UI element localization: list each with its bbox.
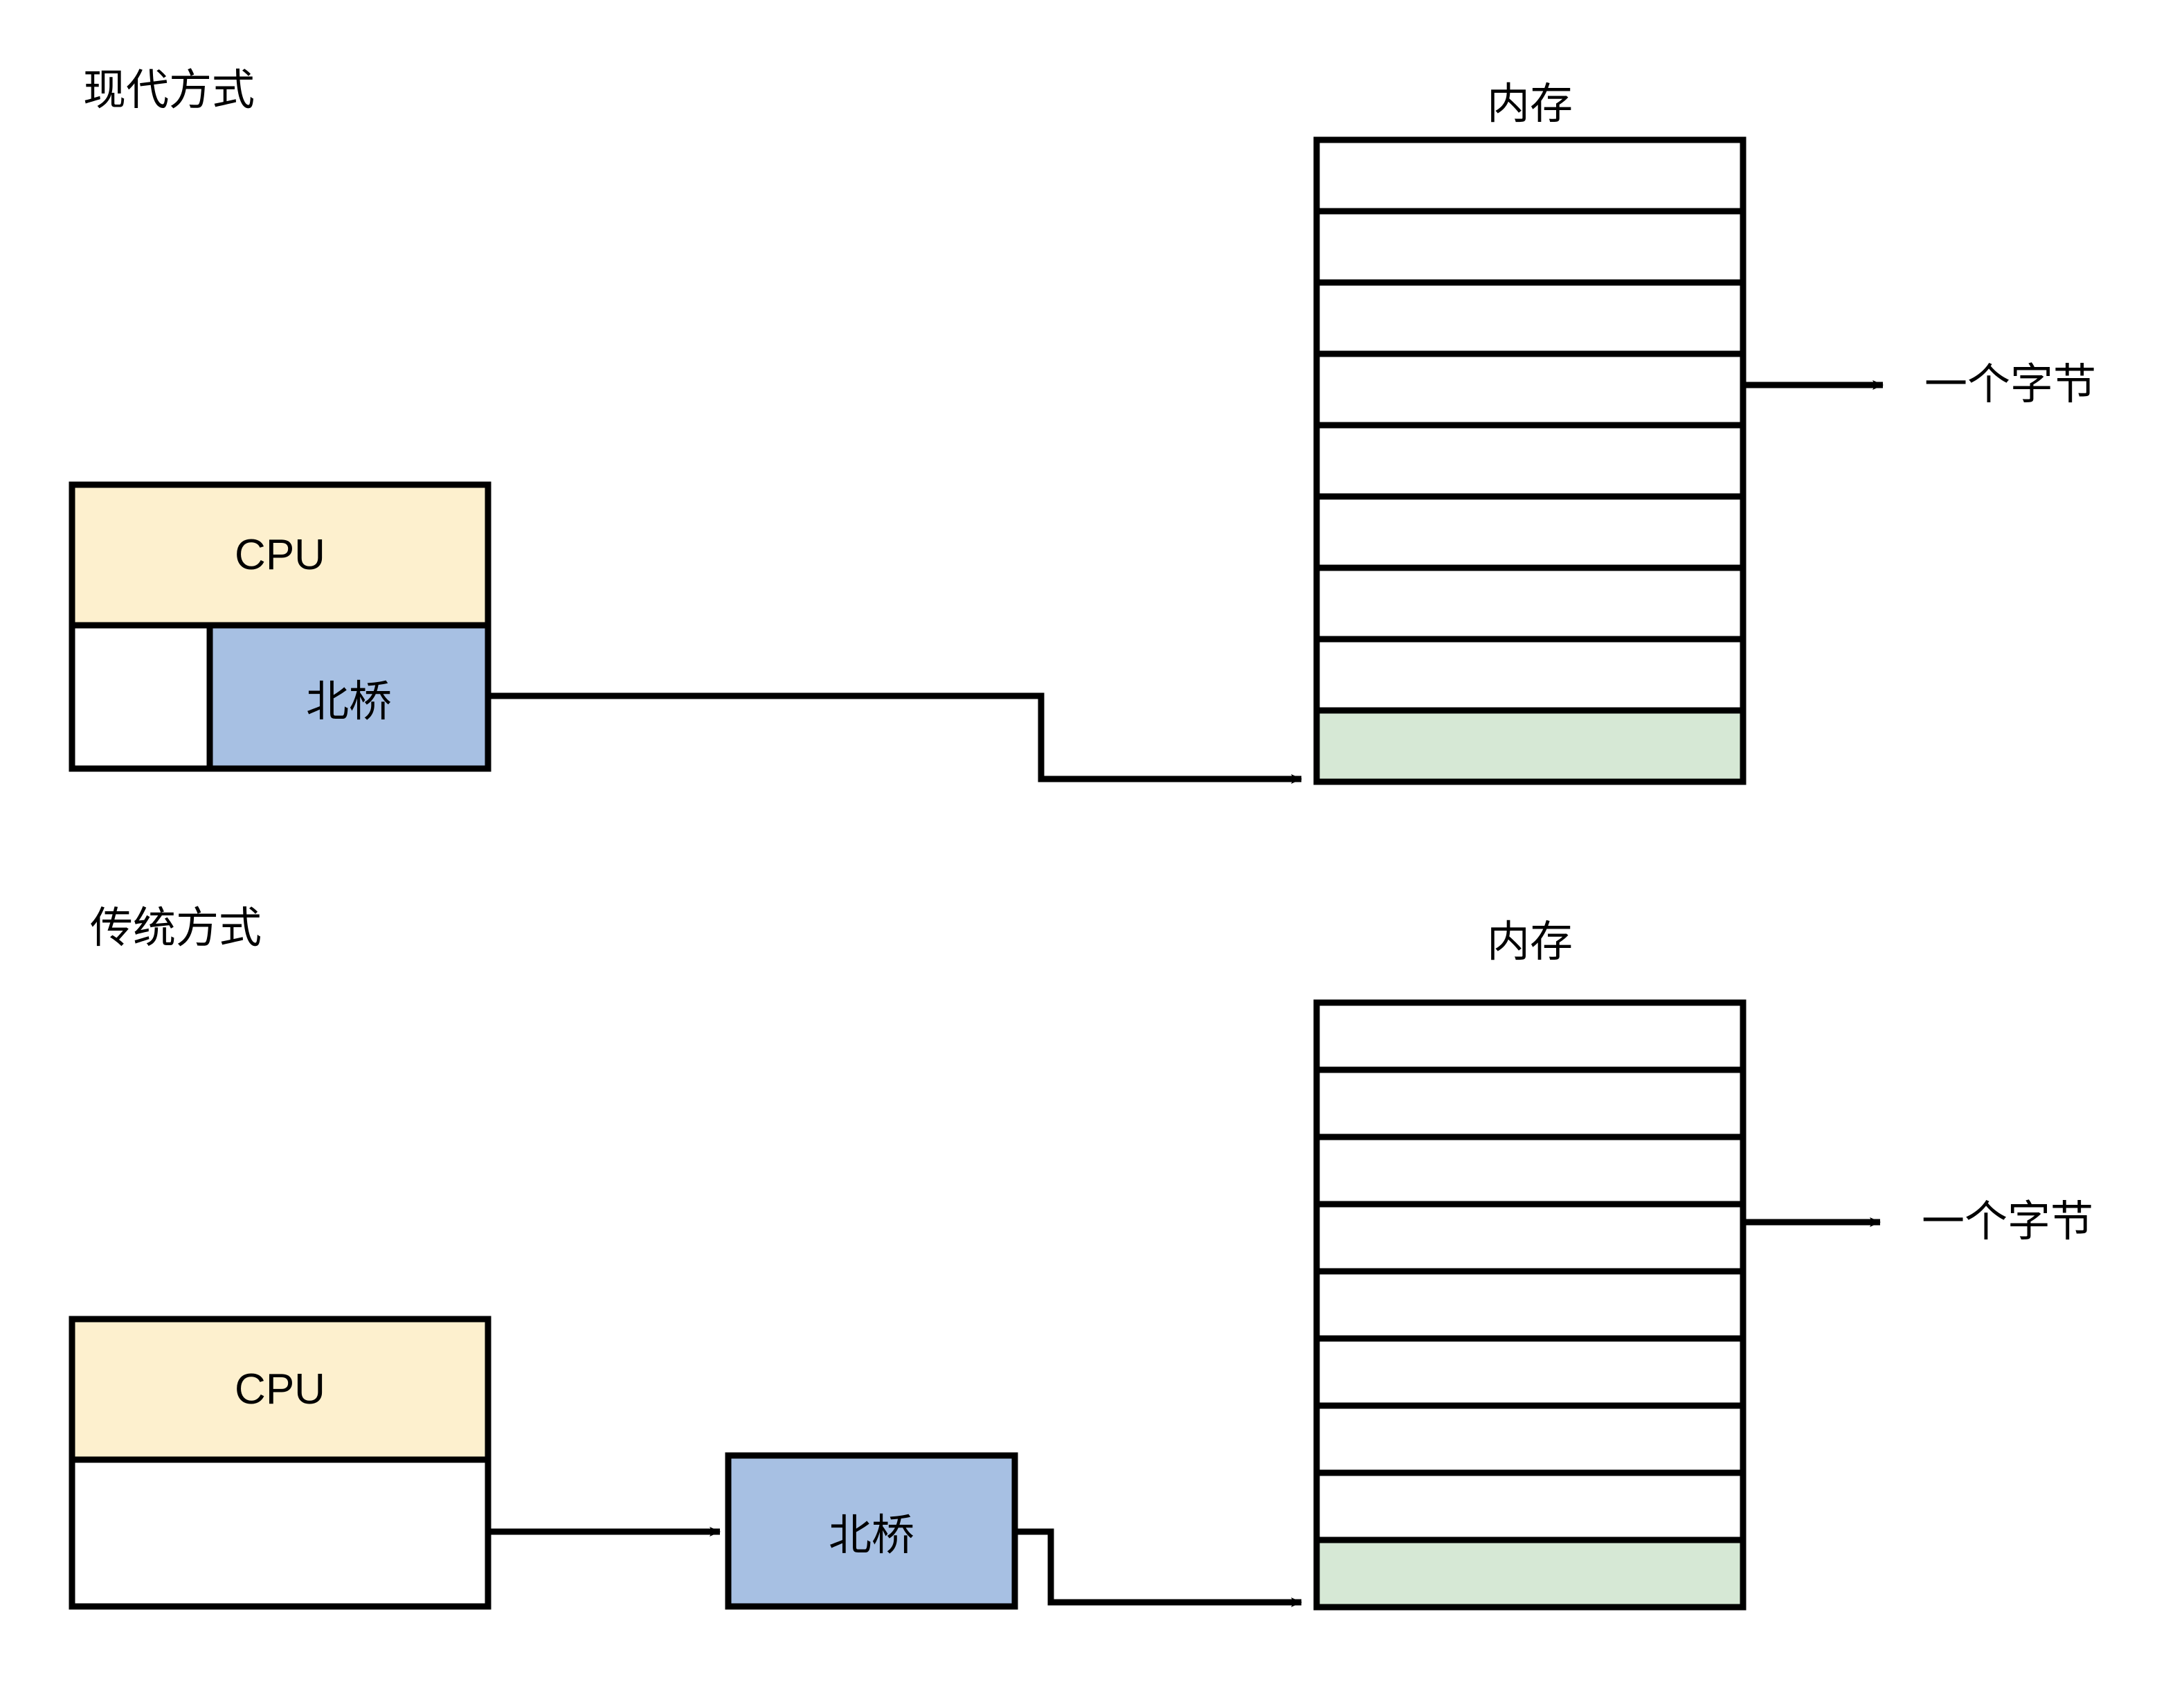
modern-memory-cell <box>1313 136 1747 215</box>
modern-memory-cell <box>1313 636 1747 714</box>
modern-cpu-region <box>69 481 491 629</box>
modern-section-title: 现代方式 <box>83 66 255 114</box>
modern-northbridge-to-memory-connector <box>488 692 1302 784</box>
traditional-memory-cell <box>1313 1335 1747 1409</box>
traditional-memory-cell <box>1313 999 1747 1073</box>
modern-cpu-package <box>69 481 491 772</box>
modern-memory-cell <box>1313 208 1747 286</box>
modern-memory-cell <box>1313 493 1747 571</box>
traditional-memory-cell <box>1313 1469 1747 1543</box>
traditional-memory-stack <box>1313 999 1747 1611</box>
traditional-byte-annotation-label: 一个字节 <box>1922 1198 2094 1246</box>
modern-memory-cell <box>1313 422 1747 500</box>
traditional-cpu-empty-region <box>69 1456 491 1610</box>
modern-memory-cell <box>1313 350 1747 429</box>
modern-memory-cell <box>1313 279 1747 357</box>
traditional-memory-cell <box>1313 1066 1747 1140</box>
modern-northbridge-region <box>206 622 491 772</box>
traditional-memory-cell-highlighted <box>1313 1537 1747 1611</box>
modern-memory-cell-highlighted <box>1313 707 1747 785</box>
traditional-cpu-region <box>69 1316 491 1463</box>
modern-cpu-empty-cell <box>69 622 213 772</box>
modern-memory-stack <box>1313 136 1747 785</box>
modern-memory-title: 内存 <box>1486 80 1573 128</box>
traditional-cpu-package <box>69 1316 491 1610</box>
traditional-northbridge-to-memory-connector <box>1015 1528 1302 1607</box>
traditional-memory-cell <box>1313 1201 1747 1275</box>
traditional-section-title: 传统方式 <box>90 904 262 952</box>
traditional-memory-cell <box>1313 1402 1747 1476</box>
modern-byte-annotation-label: 一个字节 <box>1924 361 2097 409</box>
traditional-northbridge-box <box>725 1452 1018 1610</box>
modern-memory-cell <box>1313 564 1747 643</box>
traditional-memory-cell <box>1313 1134 1747 1208</box>
traditional-memory-cell <box>1313 1268 1747 1342</box>
traditional-memory-title: 内存 <box>1486 918 1573 966</box>
